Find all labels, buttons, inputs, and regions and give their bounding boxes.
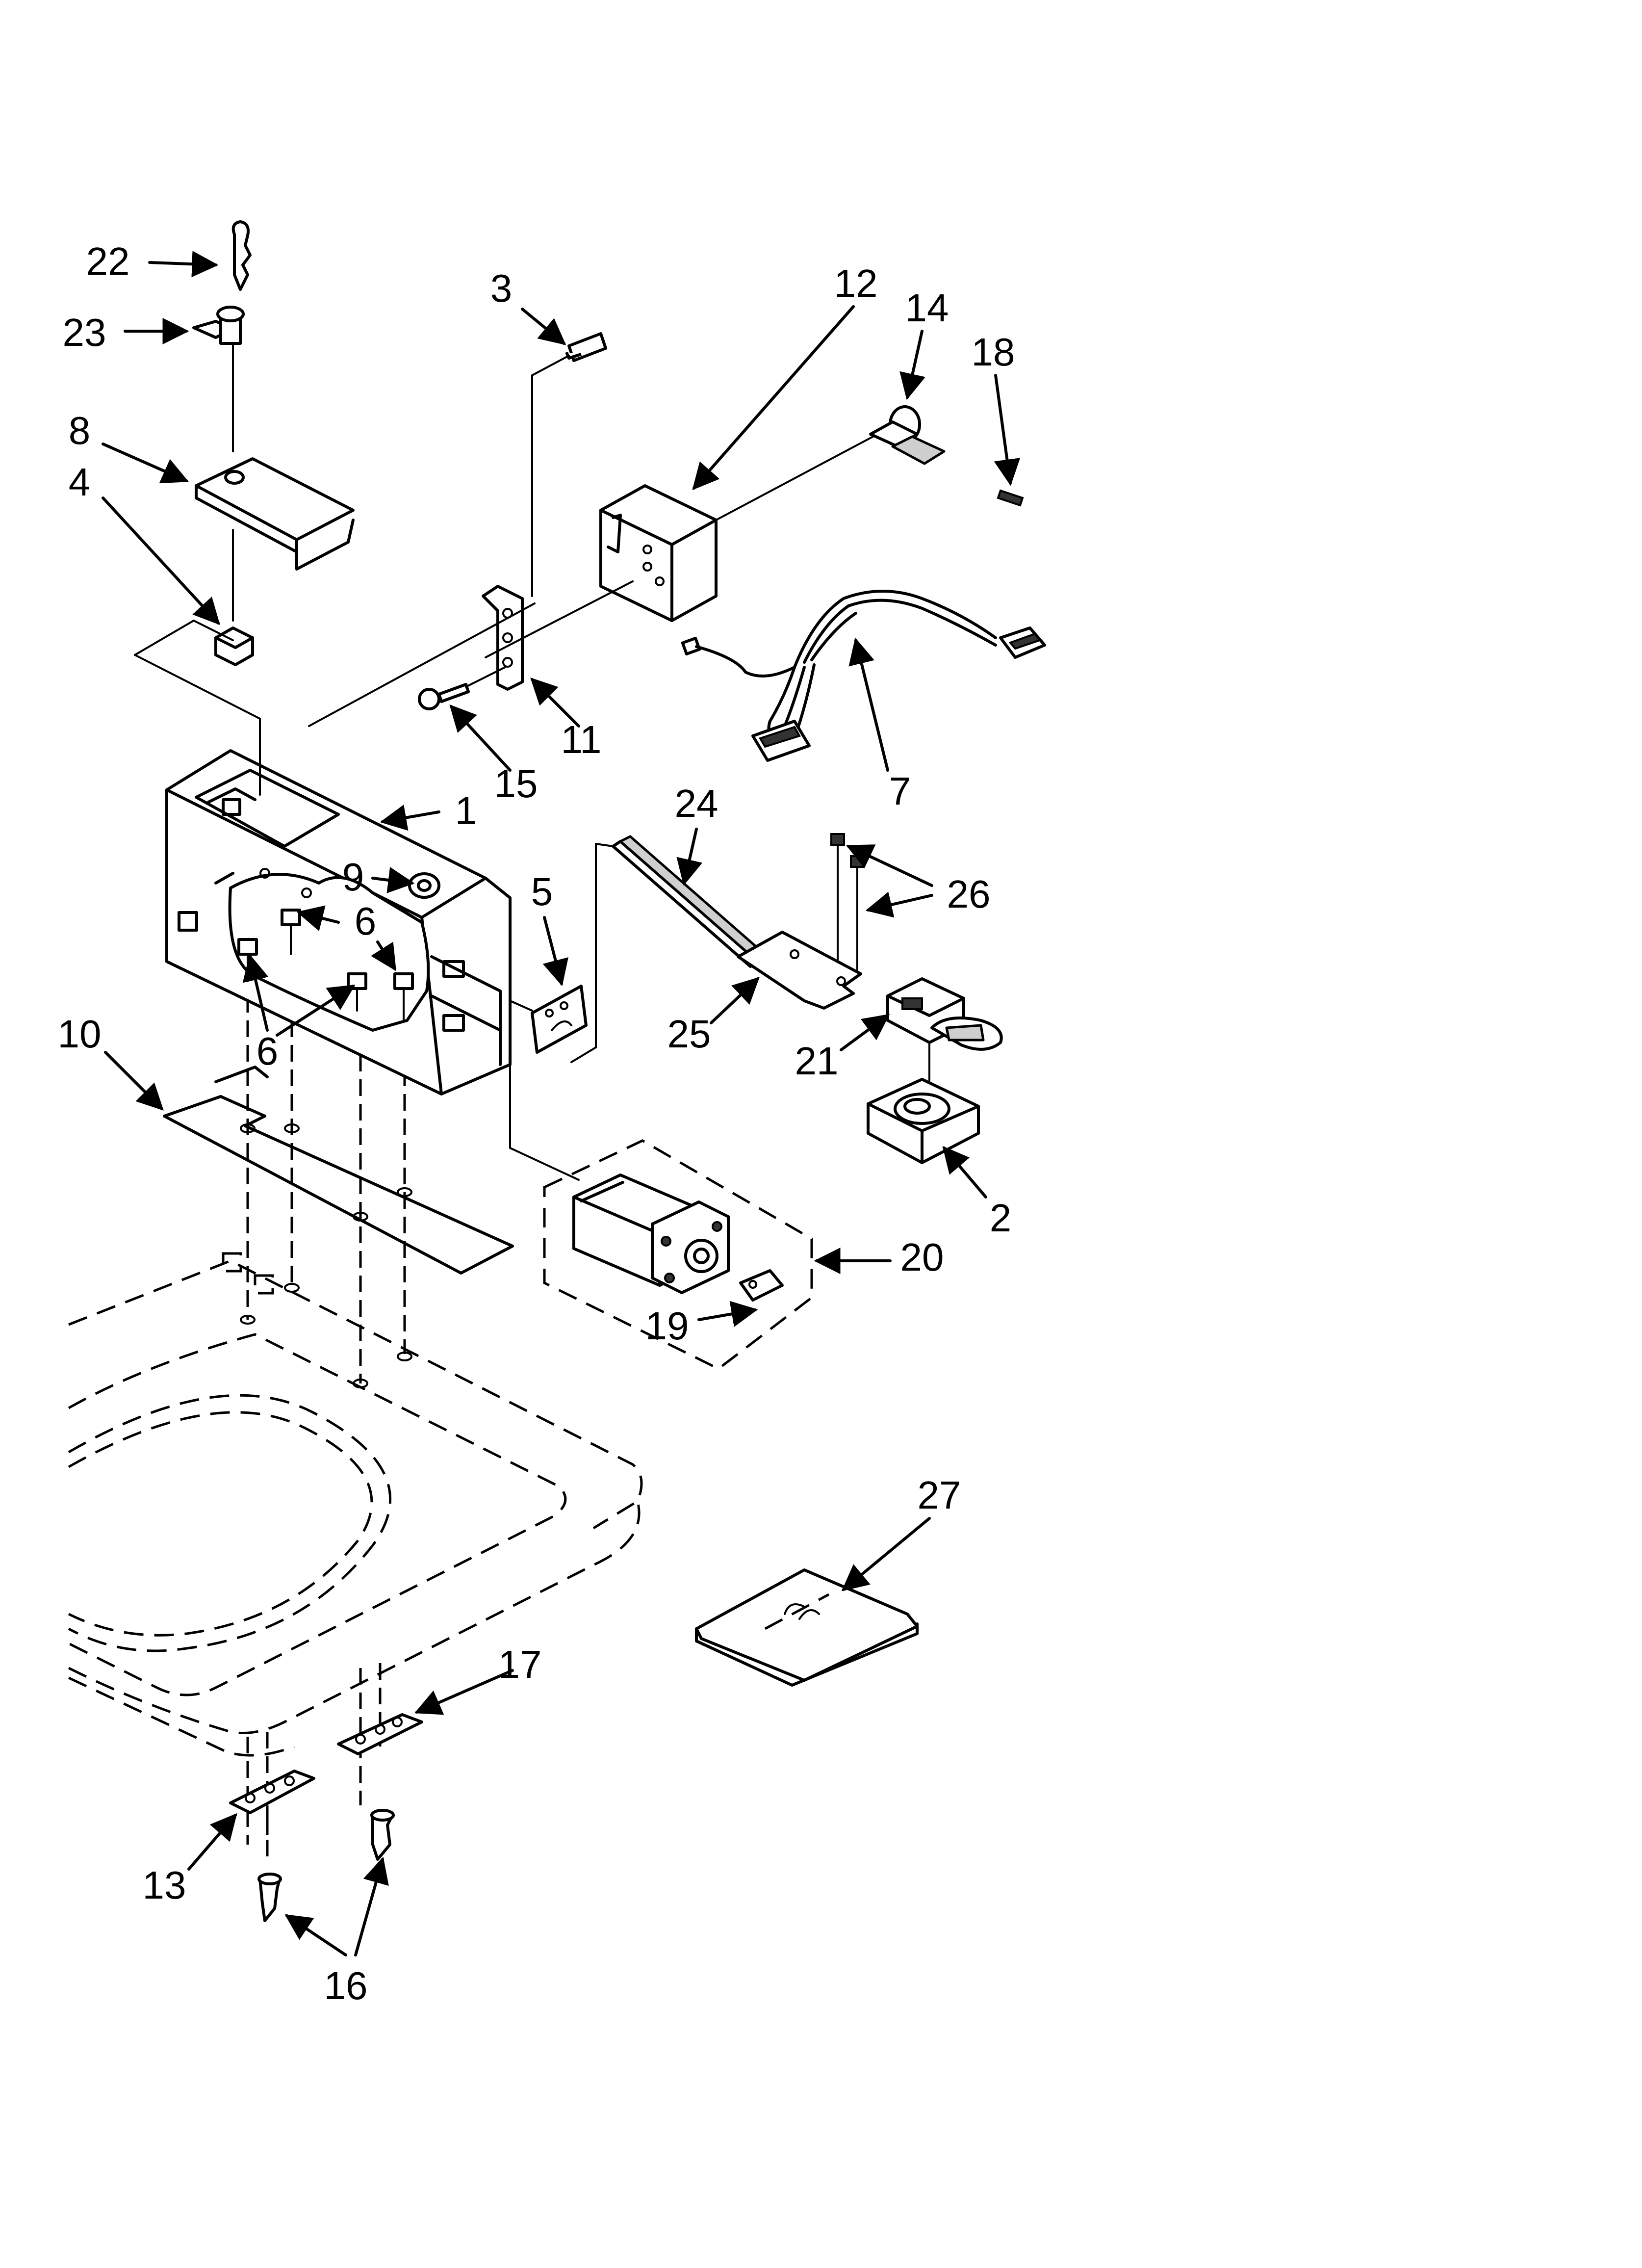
callout-12: 12 — [834, 261, 878, 305]
screw-part-3 — [565, 332, 607, 362]
callout-27: 27 — [918, 1473, 961, 1517]
callout-3: 3 — [490, 266, 513, 310]
callout-25: 25 — [667, 1012, 711, 1056]
spring-part-18 — [997, 489, 1024, 507]
bracket-part-25 — [737, 931, 862, 1010]
gasket-part-10 — [163, 1066, 514, 1275]
callout-11: 11 — [561, 718, 601, 761]
callout-6b: 6 — [257, 1029, 279, 1073]
callout-19: 19 — [645, 1304, 689, 1348]
housing-to-solenoid-line — [509, 1064, 580, 1181]
screw-part-26 — [830, 833, 865, 972]
lock-clip-part-23 — [192, 306, 245, 345]
callout-23: 23 — [63, 311, 106, 354]
screw-part-16 — [257, 1809, 395, 1922]
key-part-22 — [231, 220, 252, 291]
bracket-to-housing-line — [308, 602, 536, 727]
solenoid-part-20 — [572, 1173, 730, 1294]
screw-3-leader — [531, 355, 570, 376]
clip-part-17 — [337, 1713, 423, 1755]
callout-20: 20 — [900, 1235, 944, 1279]
bracket-part-11 — [482, 585, 524, 691]
plate-guide — [509, 1000, 533, 1012]
callout-arrows — [102, 251, 1021, 1956]
solenoid-assembly-outline — [543, 1139, 813, 1370]
strip-leader — [595, 843, 614, 847]
callout-13: 13 — [143, 1863, 186, 1907]
plate-part-5 — [531, 985, 588, 1054]
callout-21: 21 — [795, 1039, 839, 1083]
control-box-part-12 — [599, 484, 718, 622]
bushing-part-9 — [408, 872, 440, 899]
callout-10: 10 — [58, 1012, 102, 1056]
screw-15-leader — [465, 666, 506, 688]
callout-16: 16 — [324, 1964, 368, 2007]
box-to-knob-line — [715, 436, 874, 521]
callout-7: 7 — [889, 769, 911, 813]
callout-14: 14 — [905, 286, 949, 330]
callout-26: 26 — [947, 872, 991, 916]
callout-2: 2 — [990, 1196, 1012, 1240]
screw-part-15 — [418, 683, 470, 710]
switch-part-21 — [886, 977, 1003, 1051]
callout-18: 18 — [972, 330, 1015, 374]
clip-part-13 — [229, 1770, 315, 1814]
callout-15: 15 — [494, 762, 538, 806]
callout-6a: 6 — [355, 899, 377, 943]
cap-part-2 — [867, 1078, 980, 1164]
lock-cover-part-8 — [195, 457, 355, 571]
callout-1: 1 — [455, 789, 477, 833]
callout-4: 4 — [69, 460, 91, 504]
callout-24: 24 — [675, 782, 718, 825]
top-panel-dashed — [68, 1252, 643, 1757]
strip-guide — [570, 843, 597, 1063]
plunger-part-19 — [739, 1269, 784, 1302]
callout-8: 8 — [69, 409, 91, 452]
box-to-bracket-line — [485, 580, 634, 658]
manual-part-27 — [695, 1568, 919, 1687]
callout-22: 22 — [86, 239, 130, 283]
callout-17: 17 — [498, 1642, 542, 1686]
callout-9: 9 — [342, 855, 364, 899]
lock-leader-line-2 — [134, 654, 261, 796]
wire-harness-part-7 — [681, 590, 1046, 762]
callout-5: 5 — [531, 870, 553, 913]
knob-part-14 — [869, 405, 946, 465]
